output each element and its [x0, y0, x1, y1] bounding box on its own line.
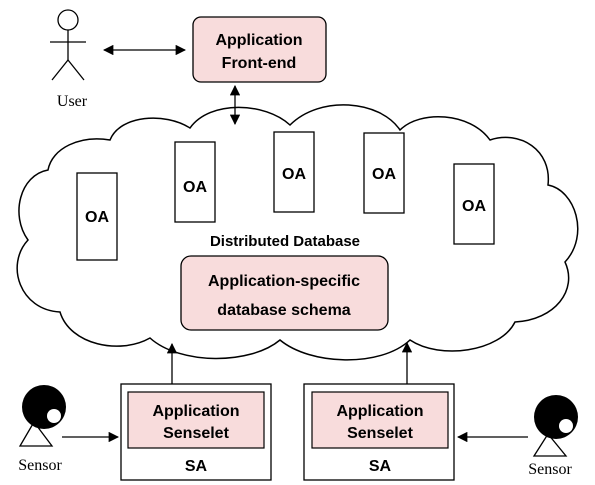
- sa-box-right: Application Senselet SA: [303, 383, 455, 481]
- sensor-right-label: Sensor: [528, 461, 572, 478]
- sa-right-line2: Senselet: [347, 425, 413, 442]
- frontend-line2: Front-end: [222, 55, 297, 72]
- user-icon: [50, 9, 86, 81]
- oa-label: OA: [85, 209, 109, 226]
- schema-line1: Application-specific: [208, 273, 360, 290]
- sa-right-line1: Application: [336, 403, 423, 420]
- oa-box: OA: [453, 163, 495, 245]
- application-frontend-box: Application Front-end: [192, 16, 327, 83]
- sensor-left-icon: [18, 385, 66, 447]
- cloud-label: Distributed Database: [210, 233, 360, 250]
- oa-box: OA: [174, 141, 216, 223]
- oa-box: OA: [76, 172, 118, 261]
- sa-left-label: SA: [185, 458, 208, 475]
- oa-box: OA: [363, 132, 405, 214]
- sa-left-line2: Senselet: [163, 425, 229, 442]
- frontend-line1: Application: [215, 32, 302, 49]
- user-label: User: [57, 93, 88, 110]
- oa-label: OA: [462, 198, 486, 215]
- sa-right-label: SA: [369, 458, 392, 475]
- sensor-right-icon: [532, 395, 578, 457]
- database-schema-box: Application-specific database schema: [180, 255, 389, 331]
- sa-left-line1: Application: [152, 403, 239, 420]
- oa-label: OA: [282, 166, 306, 183]
- oa-box: OA: [273, 131, 315, 213]
- oa-label: OA: [372, 166, 396, 183]
- schema-line2: database schema: [217, 302, 351, 319]
- oa-label: OA: [183, 179, 207, 196]
- sensor-left-label: Sensor: [18, 457, 62, 474]
- sa-box-left: Application Senselet SA: [120, 383, 272, 481]
